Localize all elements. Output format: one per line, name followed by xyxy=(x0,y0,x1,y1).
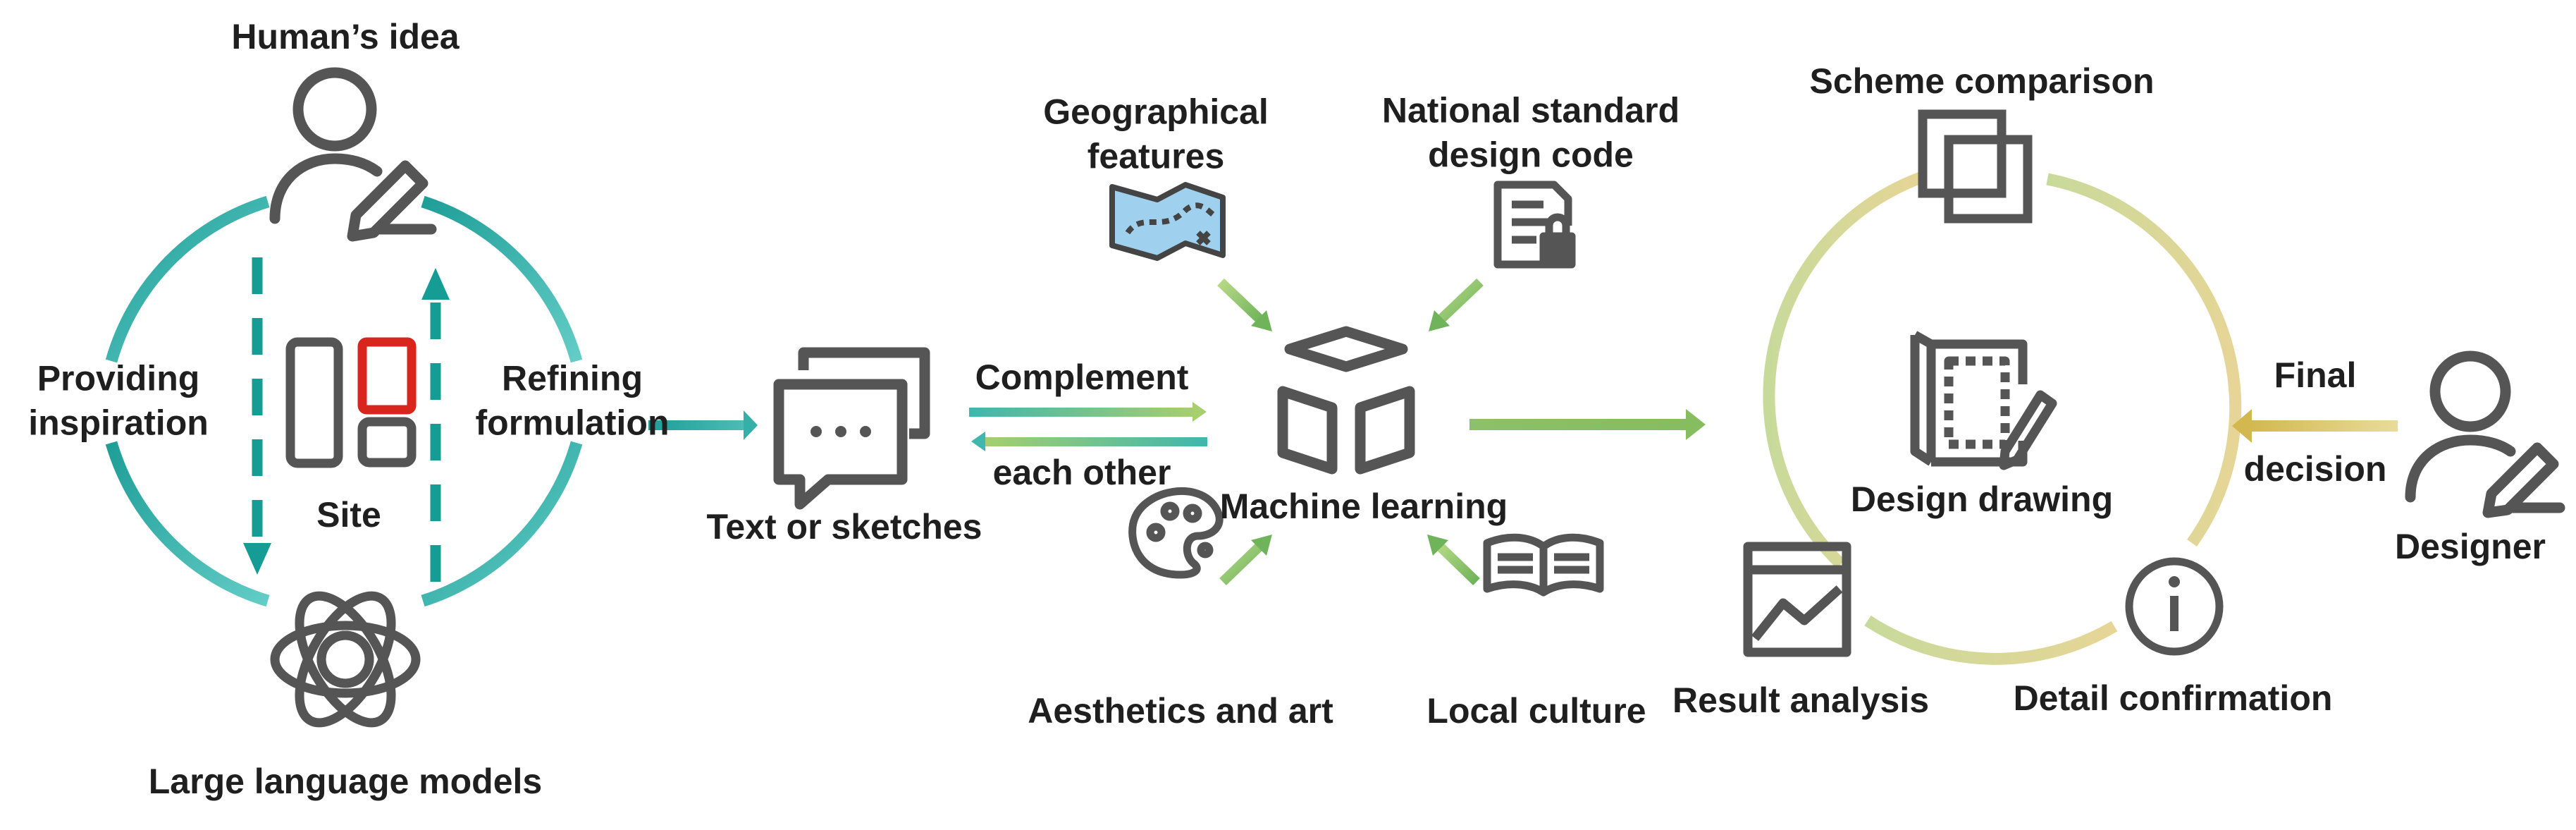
national-standard-label: National standard design code xyxy=(1382,89,1680,177)
machine-learning-label: Machine learning xyxy=(1219,486,1508,526)
site-layout-icon xyxy=(285,337,417,468)
refining-formulation-label: Refining formulation xyxy=(476,357,670,445)
dashed-down-arrow xyxy=(243,257,271,575)
geographical-features-label: Geographical features xyxy=(1043,90,1269,178)
geographical-line2: features xyxy=(1087,136,1225,176)
aesthetics-art-label: Aesthetics and art xyxy=(1028,690,1333,731)
scheme-comparison-label: Scheme comparison xyxy=(1809,61,2155,101)
final-decision-arrow xyxy=(2232,409,2398,443)
ml-to-design-arrow xyxy=(1469,409,1706,440)
complement-arrow-left xyxy=(971,432,1207,451)
open-book-icon xyxy=(1483,533,1604,597)
refining-to-text-arrow xyxy=(648,410,758,440)
complement-arrow-right xyxy=(969,402,1207,422)
refining-formulation-line1: Refining xyxy=(502,358,643,398)
culture-to-ml-arrow xyxy=(1427,535,1480,586)
dashed-up-arrow xyxy=(421,268,450,582)
designer-label: Designer xyxy=(2395,526,2546,566)
final-label: Final xyxy=(2274,355,2357,395)
chart-window-icon xyxy=(1743,542,1851,657)
geographical-line1: Geographical xyxy=(1043,92,1269,132)
geo-to-ml-arrow xyxy=(1217,278,1272,331)
detail-confirmation-label: Detail confirmation xyxy=(2013,678,2333,718)
overlap-squares-icon xyxy=(1918,109,2033,224)
code-to-ml-arrow xyxy=(1429,278,1484,331)
design-drawing-label: Design drawing xyxy=(1850,479,2114,519)
chat-bubbles-icon xyxy=(773,347,930,510)
human-idea-label: Human’s idea xyxy=(231,16,460,56)
art-to-ml-arrow xyxy=(1219,535,1272,586)
info-icon xyxy=(2125,557,2224,656)
national-standard-line1: National standard xyxy=(1381,90,1680,130)
map-icon xyxy=(1109,182,1226,261)
designer-person-edit-icon xyxy=(2405,350,2565,518)
local-culture-label: Local culture xyxy=(1426,690,1646,731)
national-standard-line2: design code xyxy=(1428,135,1634,174)
result-analysis-label: Result analysis xyxy=(1672,680,1930,720)
complement-label: Complement xyxy=(975,357,1189,397)
providing-inspiration-line1: Providing xyxy=(37,358,200,398)
providing-inspiration-line2: inspiration xyxy=(28,403,209,442)
refining-formulation-line2: formulation xyxy=(475,403,670,442)
document-lock-icon xyxy=(1493,181,1576,269)
person-edit-icon xyxy=(269,67,437,242)
providing-inspiration-label: Providing inspiration xyxy=(28,357,209,445)
right-cycle-ring xyxy=(1763,172,2242,665)
text-or-sketches-label: Text or sketches xyxy=(706,506,982,547)
site-label: Site xyxy=(316,494,381,535)
left-cycle-ring xyxy=(105,195,583,607)
openai-knot-icon xyxy=(270,591,421,728)
blueprint-icon xyxy=(1910,331,2057,470)
palette-icon xyxy=(1128,487,1224,579)
decision-label: decision xyxy=(2243,448,2387,489)
llm-label: Large language models xyxy=(148,761,543,801)
cube-icon xyxy=(1277,326,1415,475)
each-other-label: each other xyxy=(992,452,1171,492)
